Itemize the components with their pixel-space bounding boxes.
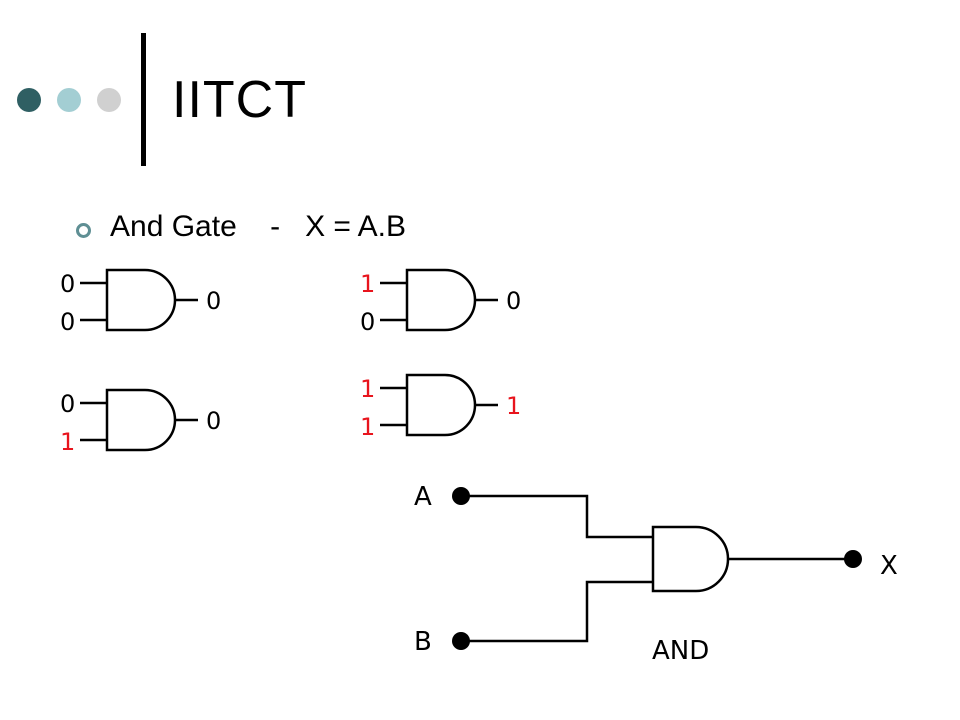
example-gate-2: 0 1 0 — [60, 388, 221, 456]
and-gate-body — [651, 525, 730, 593]
bullet-text: And Gate - X = A.B — [110, 210, 406, 243]
gate-output: 0 — [206, 287, 221, 315]
bullet-icon — [76, 223, 91, 238]
gate-type-label: AND — [652, 636, 709, 666]
example-gate-1: 0 0 0 — [60, 268, 221, 336]
header-dot-light — [57, 88, 81, 112]
example-gate-4: 1 1 1 — [360, 373, 521, 441]
input-a-wire — [461, 494, 653, 539]
output-terminal — [844, 550, 862, 568]
gate-input-b: 0 — [60, 308, 75, 336]
main-and-gate: A B X AND — [414, 482, 898, 666]
gate-input-b: 1 — [360, 413, 375, 441]
header-dot-dark — [17, 88, 41, 112]
gate-output: 1 — [506, 392, 521, 420]
gate-input-b: 1 — [60, 428, 75, 456]
header-dot-gray — [97, 88, 121, 112]
input-b-wire — [461, 580, 653, 643]
gate-output: 0 — [206, 407, 221, 435]
gate-input-a: 1 — [360, 270, 375, 298]
gate-input-a: 0 — [60, 270, 75, 298]
gate-input-b: 0 — [360, 308, 375, 336]
gate-output: 0 — [506, 287, 521, 315]
slide-title: IITCT — [172, 71, 307, 129]
gate-input-a: 0 — [60, 390, 75, 418]
output-label: X — [880, 551, 898, 581]
title-divider — [141, 33, 146, 166]
gate-input-a: 1 — [360, 375, 375, 403]
example-gate-3: 1 0 0 — [360, 268, 521, 336]
input-b-label: B — [414, 627, 432, 657]
input-a-label: A — [414, 482, 432, 512]
